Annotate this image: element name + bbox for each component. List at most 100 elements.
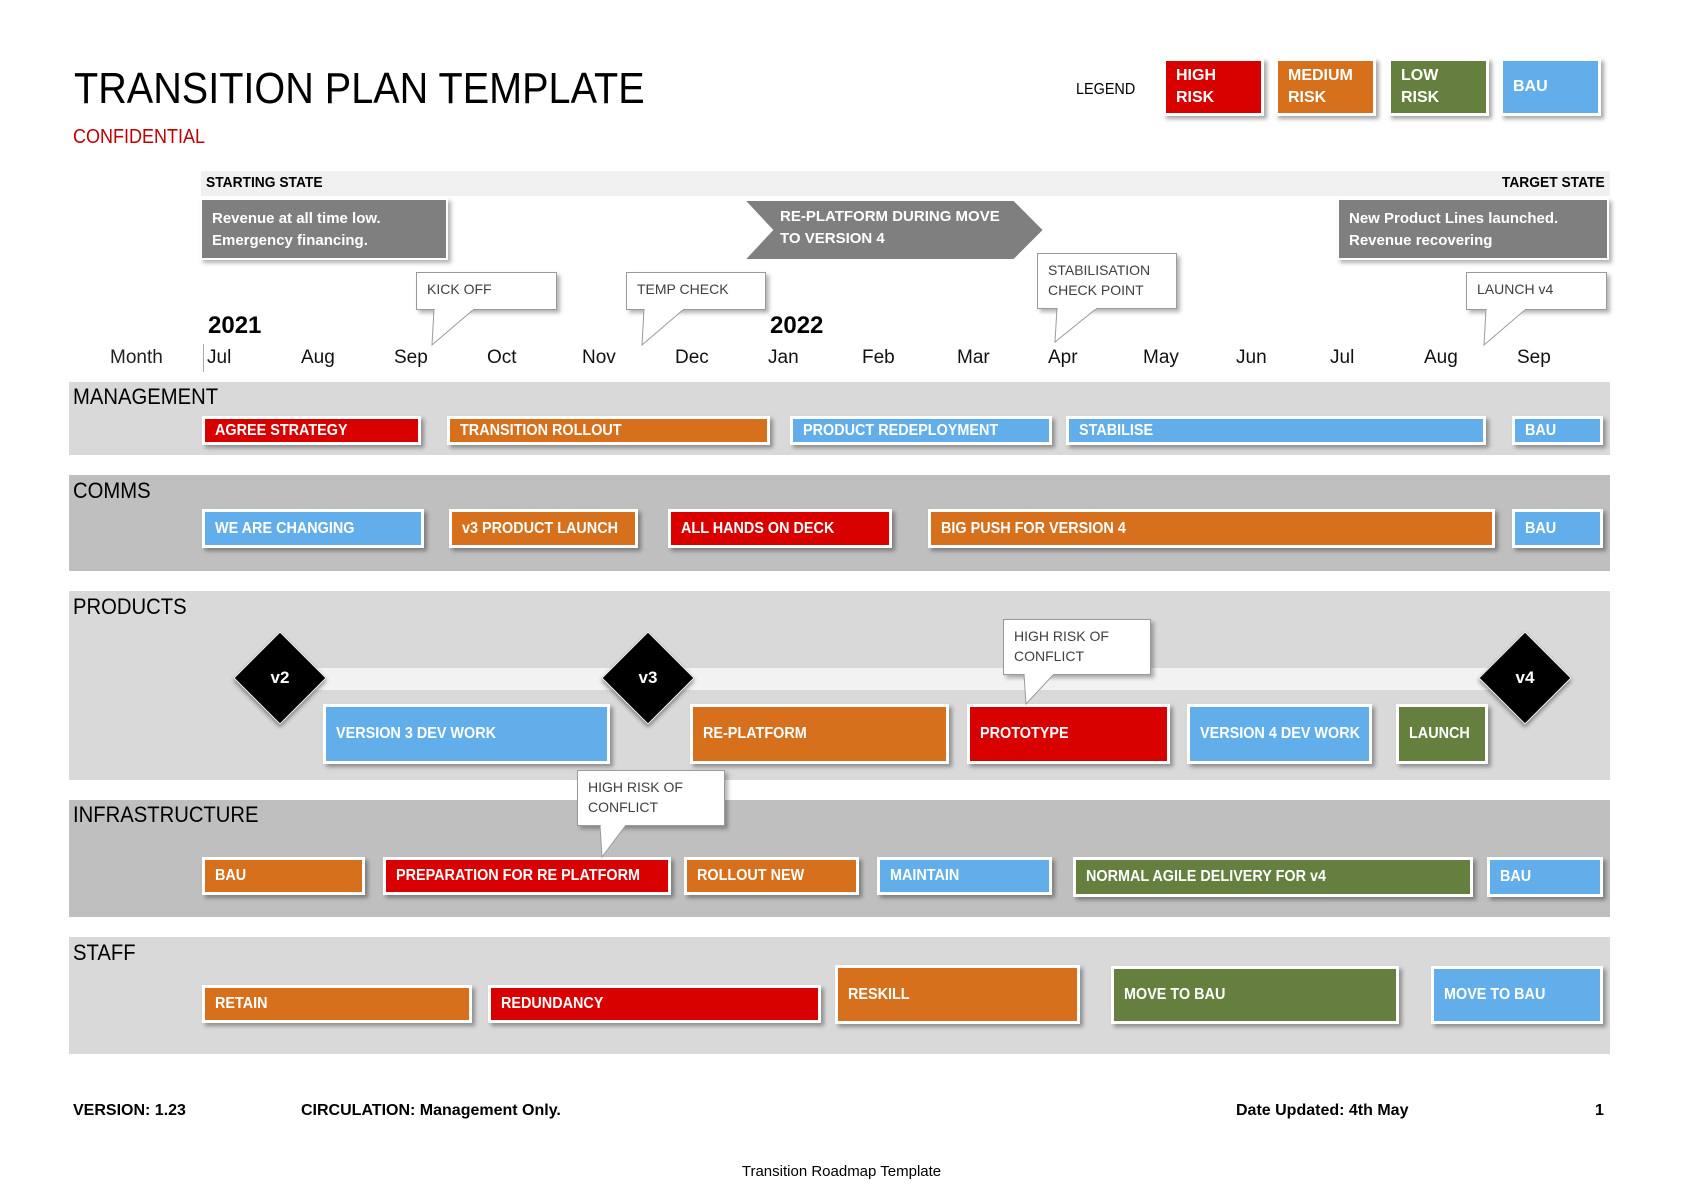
bar-product-redeployment[interactable]: PRODUCT REDEPLOYMENT bbox=[790, 416, 1052, 445]
bar-version-3-dev-work[interactable]: VERSION 3 DEV WORK bbox=[323, 704, 610, 764]
bar-label: PRODUCT REDEPLOYMENT bbox=[803, 421, 999, 439]
month-label: Jan bbox=[768, 347, 799, 368]
bar-label: MOVE TO BAU bbox=[1124, 986, 1226, 1003]
replatform-arrow-line-1: RE-PLATFORM DURING MOVE bbox=[780, 208, 1000, 225]
month-label: Dec bbox=[675, 347, 709, 368]
bar-preparation-for-re-platform[interactable]: PREPARATION FOR RE PLATFORM bbox=[383, 857, 671, 895]
legend-low-risk: LOW RISK bbox=[1388, 58, 1489, 116]
callout-tail bbox=[431, 309, 475, 347]
bar-label: ALL HANDS ON DECK bbox=[681, 519, 835, 537]
bar-label: REDUNDANCY bbox=[501, 995, 604, 1012]
bar-big-push-version-4[interactable]: BIG PUSH FOR VERSION 4 bbox=[928, 509, 1495, 548]
month-label: Sep bbox=[1517, 347, 1551, 368]
version-label-v3: v3 bbox=[638, 668, 658, 687]
lane-label-staff: STAFF bbox=[73, 940, 136, 965]
bar-label: VERSION 3 DEV WORK bbox=[336, 725, 497, 742]
bar-move-to-bau[interactable]: MOVE TO BAU bbox=[1431, 966, 1603, 1024]
month-label: Jun bbox=[1236, 347, 1267, 368]
page-title: TRANSITION PLAN TEMPLATE bbox=[74, 64, 645, 113]
bar-normal-agile-delivery[interactable]: NORMAL AGILE DELIVERY FOR v4 bbox=[1073, 857, 1473, 897]
bar-stabilise[interactable]: STABILISE bbox=[1066, 416, 1486, 445]
bar-all-hands-on-deck[interactable]: ALL HANDS ON DECK bbox=[668, 509, 892, 548]
bar-re-platform[interactable]: RE-PLATFORM bbox=[690, 704, 949, 764]
callout-line-1: HIGH RISK OF bbox=[1014, 628, 1109, 644]
bar-label: WE ARE CHANGING bbox=[215, 519, 355, 537]
bar-move-to-bau-low[interactable]: MOVE TO BAU bbox=[1111, 966, 1399, 1024]
bar-label: NORMAL AGILE DELIVERY FOR v4 bbox=[1086, 868, 1327, 885]
bar-label: BAU bbox=[1525, 519, 1557, 537]
bar-label: RE-PLATFORM bbox=[703, 725, 807, 742]
footer-version: VERSION: 1.23 bbox=[73, 1102, 186, 1119]
replatform-arrow-text: RE-PLATFORM DURING MOVE TO VERSION 4 bbox=[780, 206, 1000, 250]
bar-label: RETAIN bbox=[215, 995, 268, 1012]
lane-label-comms: COMMS bbox=[73, 478, 151, 503]
month-label: Aug bbox=[301, 347, 335, 368]
state-band bbox=[201, 171, 1610, 196]
bar-label: STABILISE bbox=[1079, 421, 1154, 439]
target-state-line-1: New Product Lines launched. bbox=[1349, 210, 1559, 227]
bar-agree-strategy[interactable]: AGREE STRATEGY bbox=[202, 416, 421, 445]
starting-state-label: STARTING STATE bbox=[206, 174, 323, 191]
bar-label: LAUNCH bbox=[1409, 725, 1470, 742]
month-label: Jul bbox=[207, 347, 232, 368]
bar-v3-product-launch[interactable]: v3 PRODUCT LAUNCH bbox=[449, 509, 638, 548]
month-label: Feb bbox=[862, 347, 895, 368]
month-label: Jul bbox=[1330, 347, 1355, 368]
bar-we-are-changing[interactable]: WE ARE CHANGING bbox=[202, 509, 424, 548]
bar-infrastructure-bau[interactable]: BAU bbox=[202, 857, 365, 895]
callout-tail bbox=[599, 825, 627, 859]
bar-label: BIG PUSH FOR VERSION 4 bbox=[941, 519, 1126, 537]
bar-maintain[interactable]: MAINTAIN bbox=[877, 857, 1052, 895]
bar-label: BAU bbox=[215, 867, 247, 884]
confidential-label: CONFIDENTIAL bbox=[73, 126, 206, 148]
bar-label: AGREE STRATEGY bbox=[215, 421, 348, 439]
bar-label: v3 PRODUCT LAUNCH bbox=[462, 519, 619, 537]
starting-state-line-1: Revenue at all time low. bbox=[212, 210, 381, 227]
month-label: May bbox=[1143, 347, 1179, 368]
bar-prototype[interactable]: PROTOTYPE bbox=[967, 704, 1170, 764]
arrow-shape bbox=[742, 199, 1046, 261]
version-label-v4: v4 bbox=[1515, 668, 1535, 687]
legend-label: LEGEND bbox=[1076, 81, 1136, 98]
starting-state-box: Revenue at all time low. Emergency finan… bbox=[200, 198, 448, 260]
bar-version-4-dev-work[interactable]: VERSION 4 DEV WORK bbox=[1187, 704, 1372, 764]
legend-bau: BAU bbox=[1500, 58, 1601, 116]
bar-label: VERSION 4 DEV WORK bbox=[1200, 725, 1361, 742]
bar-label: MAINTAIN bbox=[890, 867, 960, 884]
callout-tail bbox=[1483, 309, 1527, 347]
bar-management-bau[interactable]: BAU bbox=[1512, 416, 1603, 445]
target-state-label: TARGET STATE bbox=[1502, 174, 1605, 191]
month-label: Oct bbox=[487, 347, 517, 368]
replatform-arrow-line-2: TO VERSION 4 bbox=[780, 230, 885, 247]
lane-label-management: MANAGEMENT bbox=[73, 384, 219, 409]
bar-comms-bau[interactable]: BAU bbox=[1512, 509, 1603, 548]
footer-date-updated: Date Updated: 4th May bbox=[1236, 1102, 1409, 1119]
bar-rollout-new[interactable]: ROLLOUT NEW bbox=[684, 857, 859, 895]
bar-label: BAU bbox=[1500, 868, 1532, 885]
legend-medium-risk: MEDIUM RISK bbox=[1275, 58, 1376, 116]
month-label: Aug bbox=[1424, 347, 1458, 368]
bar-redundancy[interactable]: REDUNDANCY bbox=[488, 985, 821, 1023]
legend-high-risk-label: HIGH RISK bbox=[1176, 67, 1216, 106]
footer-circulation: CIRCULATION: Management Only. bbox=[301, 1102, 561, 1119]
milestone-temp-check-label: TEMP CHECK bbox=[637, 281, 729, 297]
bar-transition-rollout[interactable]: TRANSITION ROLLOUT bbox=[447, 416, 770, 445]
bar-label: RESKILL bbox=[848, 985, 910, 1003]
milestone-temp-check: TEMP CHECK bbox=[626, 272, 766, 310]
milestone-stabilisation-line-2: CHECK POINT bbox=[1048, 282, 1144, 298]
year-2022: 2022 bbox=[770, 312, 824, 339]
target-state-box: New Product Lines launched. Revenue reco… bbox=[1337, 198, 1609, 260]
bar-retain[interactable]: RETAIN bbox=[202, 985, 472, 1023]
legend-bau-label: BAU bbox=[1513, 78, 1548, 95]
target-state-line-2: Revenue recovering bbox=[1349, 232, 1493, 249]
month-label: Sep bbox=[394, 347, 428, 368]
legend-low-risk-label: LOW RISK bbox=[1401, 67, 1440, 106]
bar-reskill[interactable]: RESKILL bbox=[835, 965, 1080, 1024]
bar-launch[interactable]: LAUNCH bbox=[1396, 704, 1488, 764]
milestone-kick-off-label: KICK OFF bbox=[427, 281, 492, 297]
replatform-arrow bbox=[742, 199, 1046, 261]
milestone-stabilisation-check: STABILISATION CHECK POINT bbox=[1037, 253, 1177, 309]
bar-label: MOVE TO BAU bbox=[1444, 986, 1546, 1003]
bar-infrastructure-bau-2[interactable]: BAU bbox=[1487, 857, 1603, 897]
callout-high-risk-products: HIGH RISK OF CONFLICT bbox=[1003, 619, 1151, 675]
